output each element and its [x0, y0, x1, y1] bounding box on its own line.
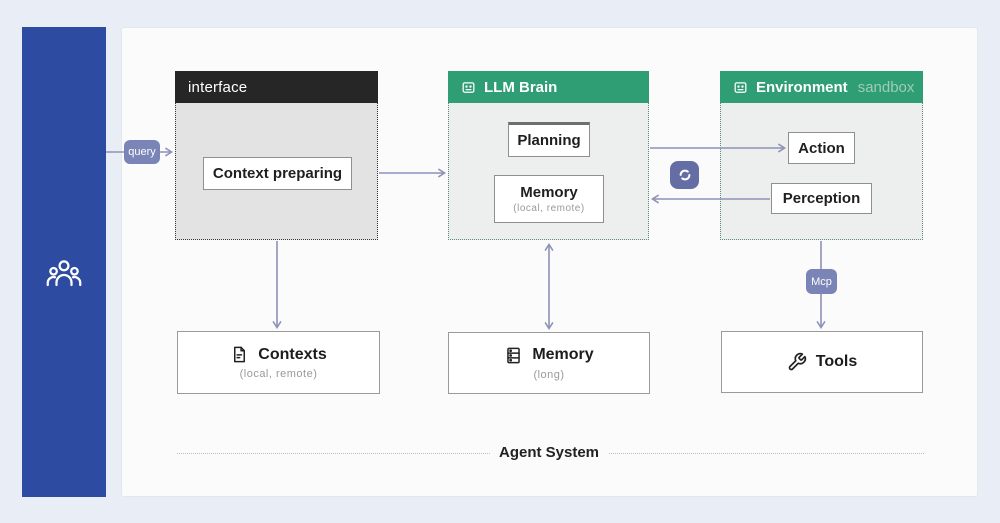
context-preparing-node: Context preparing: [203, 157, 352, 190]
environment-title: Environment: [756, 78, 848, 96]
people-icon: [44, 255, 84, 300]
action-label: Action: [798, 139, 845, 157]
database-icon: [504, 346, 523, 365]
document-icon: [230, 345, 249, 364]
memory-long-sublabel: (long): [533, 368, 565, 381]
perception-node: Perception: [771, 183, 872, 214]
action-node: Action: [788, 132, 855, 164]
footer-label: Agent System: [498, 444, 600, 461]
interface-header: interface: [175, 71, 378, 103]
contexts-node: Contexts (local, remote): [177, 331, 380, 394]
memory-label: Memory: [520, 184, 578, 201]
contexts-label: Contexts: [258, 345, 327, 363]
footer-divider-left: [177, 453, 490, 454]
memory-long-label: Memory: [532, 346, 594, 363]
contexts-sublabel: (local, remote): [239, 368, 318, 380]
footer-divider-right: [609, 453, 924, 454]
planning-node: Planning: [508, 122, 590, 157]
planning-label: Planning: [517, 132, 581, 149]
sync-icon: [678, 168, 692, 182]
tools-label: Tools: [815, 353, 858, 370]
memory-local-remote-node: Memory (local, remote): [494, 175, 604, 223]
environment-body: [720, 103, 923, 240]
wrench-icon: [787, 352, 807, 372]
perception-label: Perception: [782, 190, 861, 207]
sidebar: [22, 27, 106, 497]
memory-sublabel: (local, remote): [513, 203, 585, 214]
interface-title: interface: [188, 78, 248, 96]
mcp-badge-label: Mcp: [811, 275, 832, 288]
query-badge: query: [124, 140, 160, 164]
environment-header: Environment sandbox: [720, 71, 923, 103]
mcp-badge: Mcp: [806, 269, 837, 294]
llm-brain-header: LLM Brain: [448, 71, 649, 103]
query-badge-label: query: [128, 146, 156, 158]
llm-brain-title: LLM Brain: [484, 78, 558, 96]
tools-node: Tools: [721, 331, 923, 393]
sync-badge: [670, 161, 699, 189]
robot-icon: [733, 80, 748, 95]
environment-subtitle: sandbox: [857, 78, 915, 96]
robot-icon: [461, 80, 476, 95]
context-preparing-label: Context preparing: [212, 165, 343, 182]
memory-long-node: Memory (long): [448, 332, 650, 394]
